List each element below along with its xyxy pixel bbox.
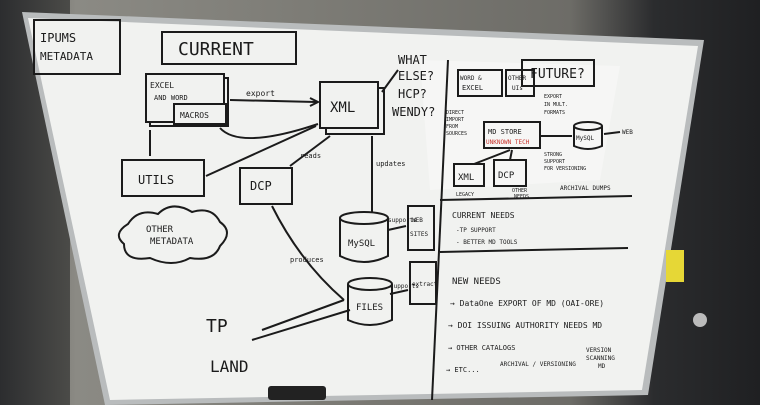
produces-label: produces	[290, 256, 324, 264]
xml-box	[319, 81, 379, 129]
versioning-md-3: MD	[598, 363, 606, 370]
supports2-label: supports	[390, 283, 419, 290]
need-2: → DOI ISSUING AUTHORITY NEEDS MD	[448, 321, 602, 330]
direct-2: IMPORT	[446, 117, 464, 123]
extract-box	[409, 261, 437, 305]
word-excel-box	[457, 69, 503, 97]
other-needs-2: NEEDS	[514, 194, 529, 200]
archival-dumps-label: ARCHIVAL DUMPS	[560, 185, 611, 192]
right-mysql-label: MySQL	[576, 135, 594, 142]
dcp-label: DCP	[250, 179, 272, 193]
right-xml-label: XML	[458, 173, 474, 183]
land-label: LAND	[210, 357, 249, 376]
direct-1: DIRECT	[446, 110, 464, 116]
export-mult-1: EXPORT	[544, 94, 562, 100]
excel2-label: EXCEL	[462, 84, 483, 92]
wall-knob	[693, 313, 707, 327]
and-word-label: AND WORD	[154, 94, 188, 102]
future-label: FUTURE?	[530, 67, 585, 82]
board-divider	[431, 59, 449, 401]
files-cylinder	[347, 284, 393, 326]
need-4: → ETC...	[446, 366, 480, 374]
other-uis-2: UIs	[512, 85, 523, 92]
extract-label: extract	[412, 281, 438, 288]
excel-label: EXCEL	[150, 81, 174, 90]
unknown-tech-label: UNKNOWN TECH	[486, 139, 530, 146]
utils-label: UTILS	[138, 173, 174, 187]
other-uis-1: OTHER	[508, 75, 526, 82]
hcp-label: HCP?	[398, 87, 427, 101]
title-line-1: IPUMS	[40, 31, 76, 45]
utils-box	[121, 159, 205, 197]
versioning-md-1: VERSION	[586, 347, 612, 354]
md-store-label: MD STORE	[488, 128, 522, 136]
right-mysql	[573, 126, 603, 150]
files-label: FILES	[356, 303, 383, 313]
strong-3: FOR VERSIONING	[544, 166, 586, 172]
wendy-label: WENDY?	[392, 105, 435, 119]
right-dcp-label: DCP	[498, 171, 515, 181]
word-label: WORD &	[460, 75, 482, 82]
wall-sign	[666, 250, 684, 282]
tp-support-label: -TP SUPPORT	[456, 227, 496, 234]
current-label: CURRENT	[178, 39, 254, 60]
need-1: → DataOne EXPORT OF MD (OAI-ORE)	[450, 299, 604, 308]
legacy-label: LEGACY	[456, 192, 474, 198]
direct-3: FROM	[446, 124, 458, 130]
tp-label: TP	[206, 316, 228, 337]
need-3: → OTHER CATALOGS	[448, 344, 515, 352]
other-label: OTHER	[146, 225, 174, 235]
eraser	[268, 386, 326, 400]
current-needs-label: CURRENT NEEDS	[452, 211, 515, 220]
right-xml-box	[453, 163, 485, 187]
dcp-box	[239, 167, 293, 205]
macros-label: MACROS	[180, 111, 209, 120]
other-uis-box	[505, 69, 535, 97]
export-arrow	[229, 99, 317, 103]
sites-label: SITES	[410, 231, 428, 238]
macros-box	[173, 103, 227, 125]
versioning-md-2: SCANNING	[586, 355, 615, 362]
else-label: ELSE?	[398, 69, 434, 83]
xml-label: XML	[330, 100, 355, 116]
other-metadata-cloud	[117, 205, 228, 264]
direct-4: SOURCES	[446, 131, 467, 137]
other-needs-1: OTHER	[512, 188, 528, 194]
export-label: export	[246, 89, 275, 98]
export-mult-3: FORMATS	[544, 110, 565, 116]
better-md-tools-label: - BETTER MD TOOLS	[456, 239, 518, 246]
right-divider-2	[439, 247, 629, 253]
right-divider-1	[439, 195, 633, 201]
strong-2: SUPPORT	[544, 159, 565, 165]
glare	[420, 60, 620, 190]
title-box	[33, 19, 121, 75]
export-mult-2: IN MULT.	[544, 102, 568, 108]
web-label: WEB	[412, 217, 423, 224]
current-box	[161, 31, 297, 65]
future-box	[521, 59, 595, 87]
what-label: WHAT	[398, 53, 427, 67]
archival-versioning-label: ARCHIVAL / VERSIONING	[500, 361, 576, 368]
produces-arrow	[271, 205, 345, 301]
strong-1: STRONG	[544, 152, 562, 158]
web-sites-box	[407, 205, 435, 251]
reads-label: reads	[300, 152, 321, 160]
new-needs-label: NEW NEEDS	[452, 277, 501, 287]
updates-label: updates	[376, 160, 406, 168]
right-web-label: WEB	[622, 129, 633, 136]
mysql-label: MySQL	[348, 239, 375, 249]
title-line-2: METADATA	[40, 50, 93, 63]
supports-label: supports	[388, 217, 417, 224]
metadata-label: METADATA	[150, 237, 194, 247]
